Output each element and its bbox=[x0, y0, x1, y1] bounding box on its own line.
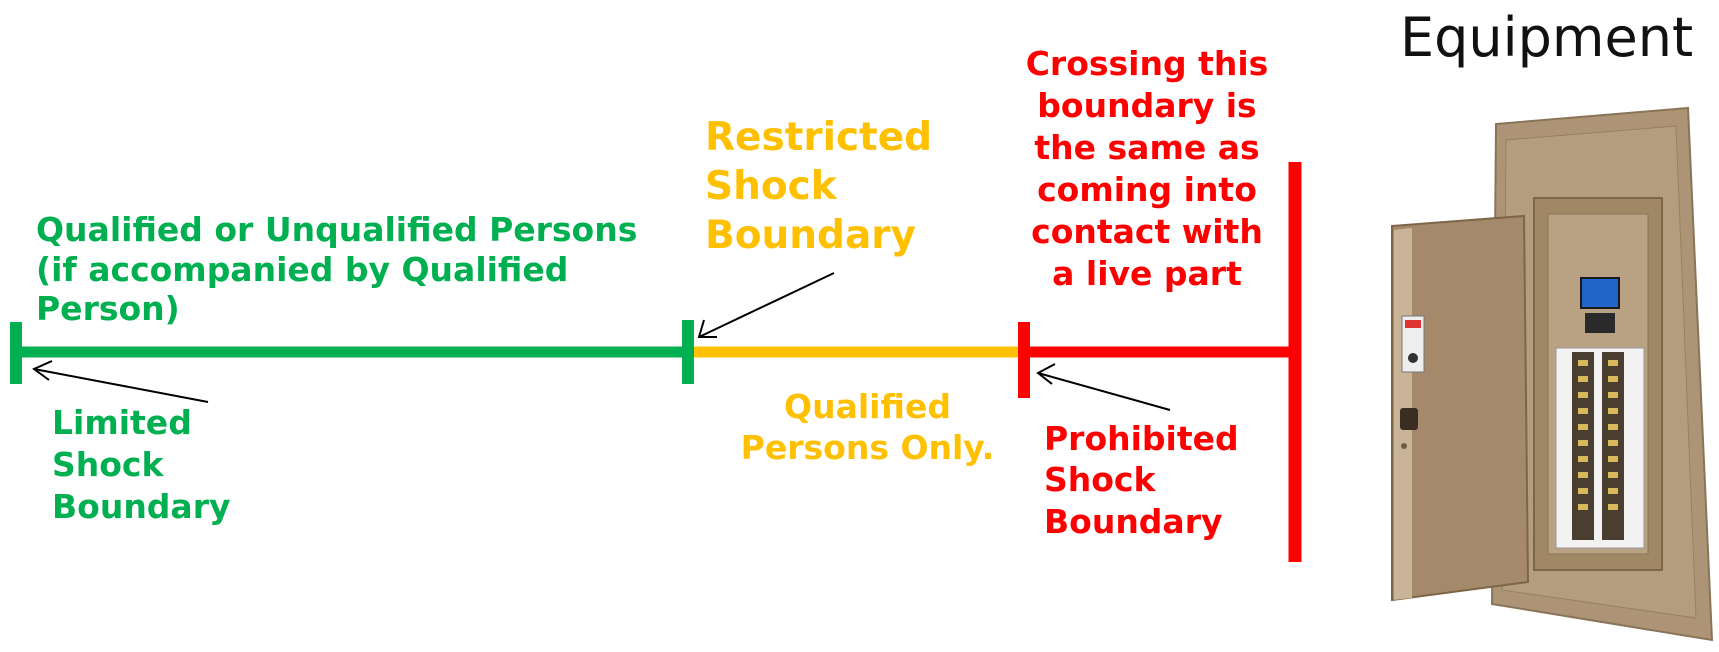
electrical-panel-image bbox=[1391, 106, 1714, 642]
prohibited-pointer-arrow bbox=[1036, 363, 1171, 411]
limited-pointer-arrow bbox=[32, 360, 209, 403]
limited-shock-boundary-label: Limited Shock Boundary bbox=[52, 403, 231, 527]
crossing-boundary-note: Crossing this boundary is the same as co… bbox=[1025, 44, 1269, 293]
prohibited-shock-boundary-label: Prohibited Shock Boundary bbox=[1044, 419, 1239, 541]
restricted-shock-boundary-label: Restricted Shock Boundary bbox=[705, 115, 933, 258]
qualified-or-unqualified-label: Qualified or Unqualified Persons (if acc… bbox=[36, 210, 638, 329]
equipment-title: Equipment bbox=[1400, 6, 1694, 69]
qualified-persons-only-label: Qualified Persons Only. bbox=[740, 387, 995, 468]
restricted-pointer-arrow bbox=[697, 272, 835, 338]
